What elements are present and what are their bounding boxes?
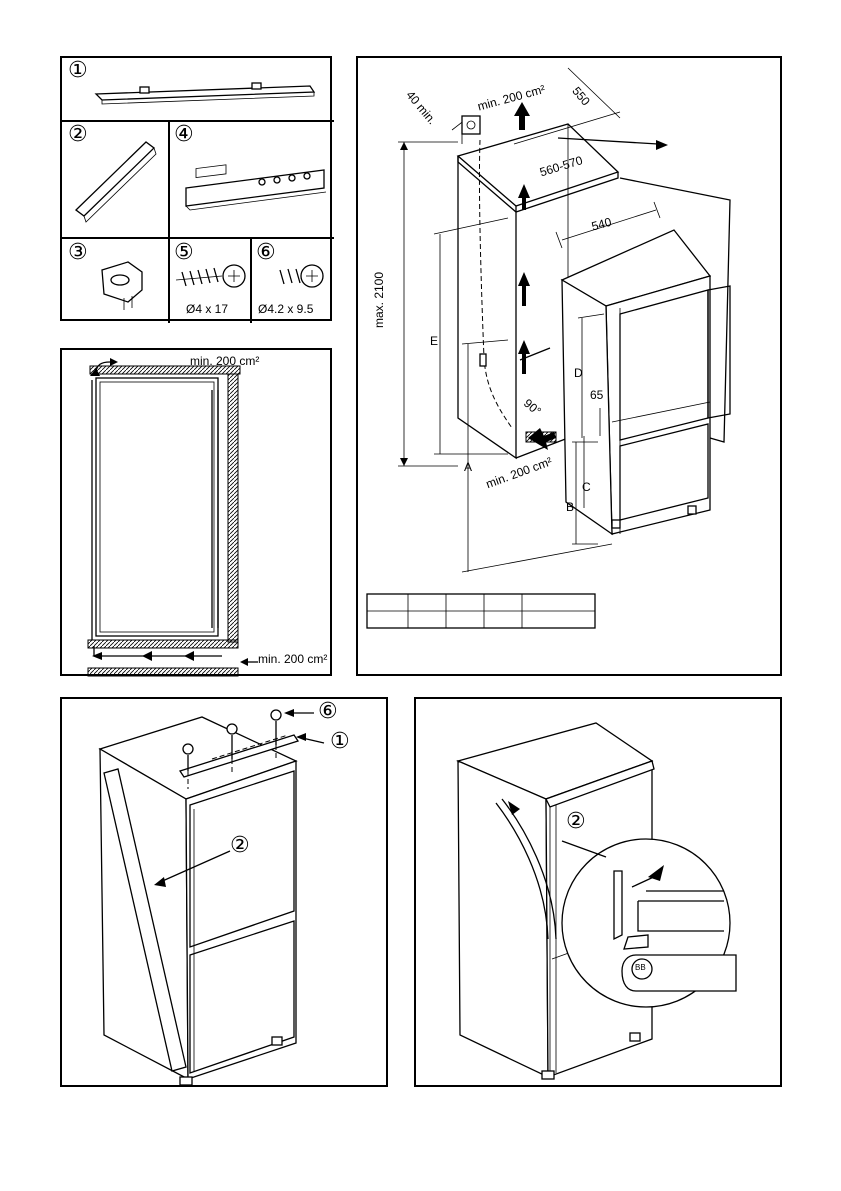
ventilation-top-label: min. 200 cm² bbox=[190, 354, 259, 368]
detail-part-2-number: ② bbox=[566, 809, 586, 834]
strip-detail-panel: ② BB bbox=[414, 697, 782, 1087]
cover-strip-part bbox=[76, 142, 156, 222]
part-5-number: ⑤ bbox=[174, 240, 194, 265]
dimension-b-label: B bbox=[566, 500, 574, 514]
part-3-number: ③ bbox=[68, 240, 88, 265]
ventilation-bottom-label: min. 200 cm² bbox=[258, 652, 327, 666]
short-screw-part bbox=[280, 265, 323, 287]
parts-drawing bbox=[62, 58, 334, 323]
dimension-65-label: 65 bbox=[590, 388, 603, 402]
ventilation-drawing bbox=[62, 350, 334, 678]
part-4-number: ④ bbox=[174, 122, 194, 147]
installation-panel: ⑥ ① ② bbox=[60, 697, 388, 1087]
part-5-size: Ø4 x 17 bbox=[186, 302, 228, 316]
dimension-d-label: D bbox=[574, 366, 583, 380]
part-6-size: Ø4.2 x 9.5 bbox=[258, 302, 313, 316]
install-part-2-number: ② bbox=[230, 833, 250, 858]
installation-drawing bbox=[62, 699, 390, 1089]
bracket-part bbox=[102, 262, 142, 310]
ventilation-panel: min. 200 cm² min. 200 cm² bbox=[60, 348, 332, 676]
strip-detail-drawing bbox=[416, 699, 784, 1089]
dimension-c-label: C bbox=[582, 480, 591, 494]
install-part-1-number: ① bbox=[330, 729, 350, 754]
part-2-number: ② bbox=[68, 122, 88, 147]
dimensions-panel: 40 min. min. 200 cm² 550 560-570 540 max… bbox=[356, 56, 782, 676]
hinge-cover-part bbox=[186, 165, 326, 210]
height-label: max. 2100 bbox=[372, 272, 386, 328]
mounting-rail-part bbox=[96, 83, 314, 104]
parts-panel: ① ② ④ ③ ⑤ ⑥ Ø4 x 17 Ø4.2 x 9.5 bbox=[60, 56, 332, 321]
bb-badge: BB bbox=[635, 963, 646, 972]
install-part-6-number: ⑥ bbox=[318, 699, 338, 724]
dimension-e-label: E bbox=[430, 334, 438, 348]
part-6-number: ⑥ bbox=[256, 240, 276, 265]
wood-screw-part bbox=[176, 265, 245, 287]
dimensions-drawing bbox=[358, 58, 784, 678]
part-1-number: ① bbox=[68, 58, 88, 83]
dimension-a-label: A bbox=[464, 460, 472, 474]
